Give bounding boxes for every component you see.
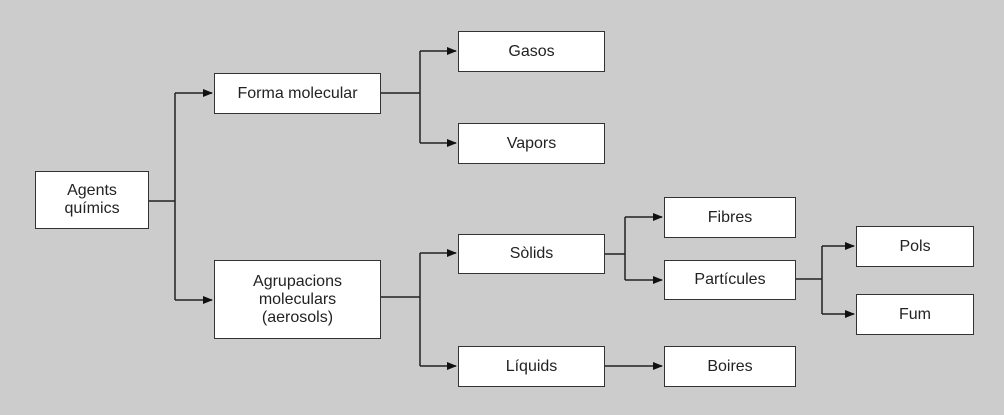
edge-forma-trunk (380, 51, 421, 143)
node-label: Vapors (506, 134, 557, 152)
node-agrupacions-moleculars: Agrupacions moleculars (aerosols) (214, 260, 381, 339)
edge-agents-trunk (148, 93, 176, 300)
node-label: Agents químics (64, 182, 120, 217)
node-label: Agrupacions moleculars (aerosols) (253, 272, 342, 326)
node-label: Pols (899, 237, 931, 255)
edge-solids-trunk (604, 217, 626, 280)
node-label: Fibres (707, 208, 753, 226)
node-solids: Sòlids (458, 234, 605, 274)
node-fum: Fum (856, 294, 974, 335)
edge-agrupacions-trunk (380, 253, 421, 366)
node-pols: Pols (856, 226, 974, 267)
node-particules: Partícules (664, 260, 796, 300)
node-label: Partícules (694, 271, 766, 288)
node-label: Forma molecular (237, 84, 358, 102)
edge-particules-trunk (795, 246, 823, 314)
node-liquids: Líquids (458, 346, 605, 387)
node-gasos: Gasos (458, 31, 605, 72)
node-forma-molecular: Forma molecular (214, 73, 381, 114)
node-label: Fum (899, 305, 931, 323)
node-agents-quimics: Agents químics (35, 171, 149, 229)
node-label: Líquids (505, 357, 558, 375)
node-label: Gasos (508, 42, 555, 60)
node-fibres: Fibres (664, 197, 796, 238)
node-boires: Boires (664, 346, 796, 387)
node-label: Boires (707, 357, 753, 375)
node-label: Sòlids (509, 245, 554, 262)
node-vapors: Vapors (458, 123, 605, 164)
